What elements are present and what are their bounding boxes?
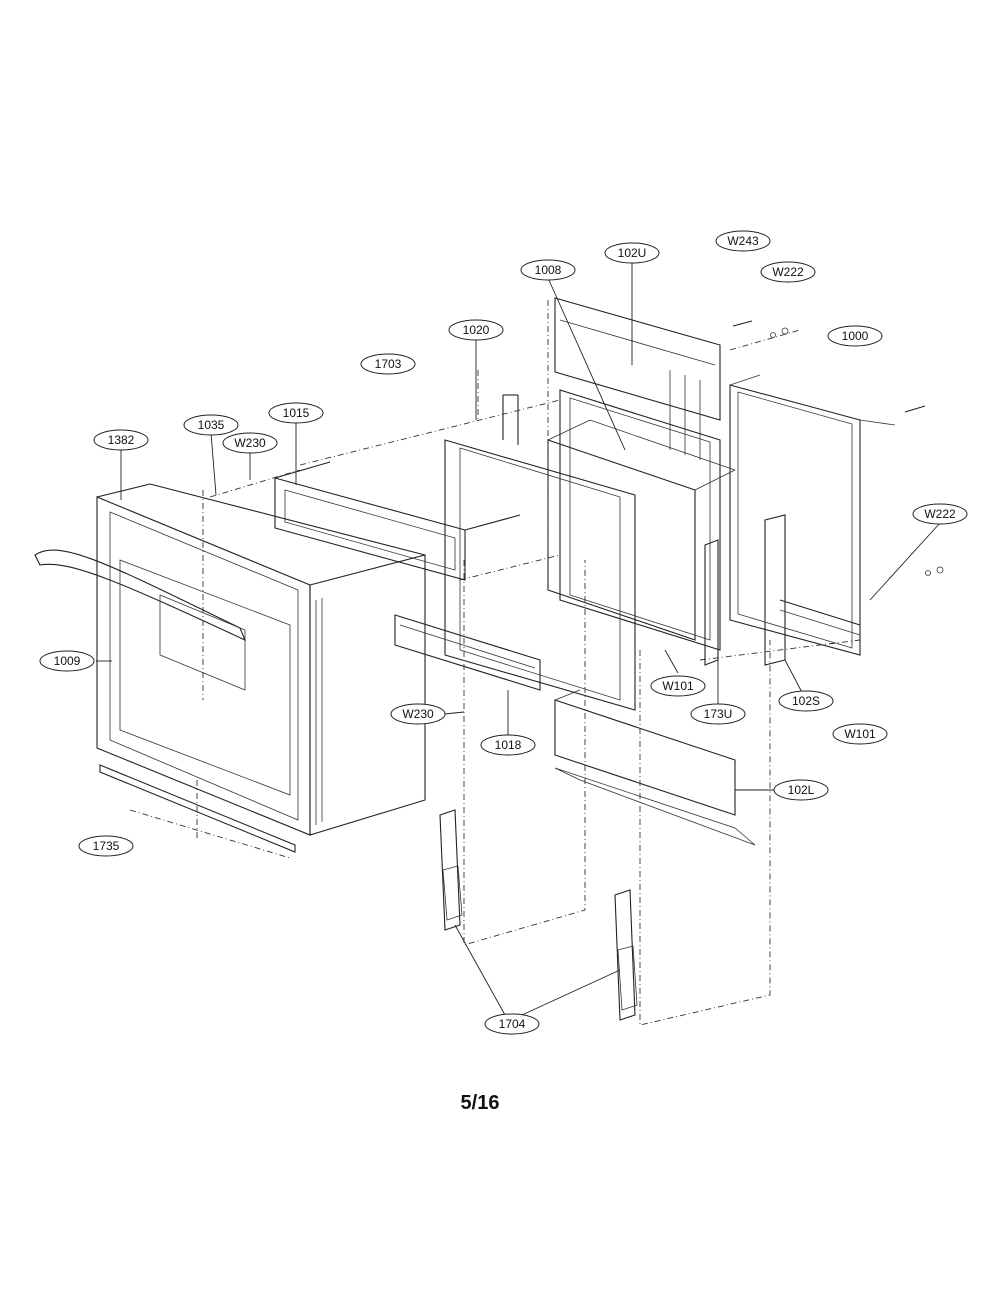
callout-label: W230	[402, 707, 434, 721]
callout-label: 1020	[463, 323, 490, 337]
callout-label: 1704	[499, 1017, 526, 1031]
callout-bubble	[760, 261, 816, 283]
callout-label: 1382	[108, 433, 135, 447]
callout-bubble	[93, 429, 149, 451]
side-strip-part	[704, 514, 786, 666]
callout-102s: 102S	[778, 690, 834, 712]
callout-bubble	[78, 835, 134, 857]
callout-102l: 102L	[773, 779, 829, 801]
bottom-trim-part	[99, 764, 296, 859]
upper-panel-part	[554, 297, 721, 460]
callout-bubble	[183, 414, 239, 436]
callout-bubble	[480, 734, 536, 756]
callout-w101-mid: W101	[650, 675, 706, 697]
callout-label: W230	[234, 436, 266, 450]
callout-label: 1009	[54, 654, 81, 668]
callout-label: 1000	[842, 329, 869, 343]
callout-label: 102S	[792, 694, 820, 708]
callout-173u: 173U	[690, 703, 746, 725]
callout-1020: 1020	[448, 319, 504, 341]
callout-1035: 1035	[183, 414, 239, 436]
callout-label: W222	[772, 265, 804, 279]
callout-label: 1008	[535, 263, 562, 277]
callout-1008: 1008	[520, 259, 576, 281]
callout-bubble	[39, 650, 95, 672]
callout-bubble	[484, 1013, 540, 1035]
inner-frame-part	[559, 389, 721, 651]
callout-label: 102L	[788, 783, 815, 797]
callout-label: 1015	[283, 406, 310, 420]
callout-w230-top: W230	[222, 432, 278, 454]
door-frame-part	[274, 461, 521, 581]
callout-bubble	[360, 353, 416, 375]
callout-label: W101	[662, 679, 694, 693]
callout-bubble	[773, 779, 829, 801]
callout-w101-right: W101	[832, 723, 888, 745]
rear-panel-part	[729, 320, 944, 656]
middle-frame-part	[444, 394, 636, 711]
callout-1735: 1735	[78, 835, 134, 857]
callout-bubble	[448, 319, 504, 341]
callout-bubble	[690, 703, 746, 725]
door-assembly-part	[34, 483, 426, 836]
callout-bubble	[390, 703, 446, 725]
callout-label: 102U	[618, 246, 647, 260]
callout-label: W222	[924, 507, 956, 521]
callout-label: W243	[727, 234, 759, 248]
callout-label: 173U	[704, 707, 733, 721]
callout-1009: 1009	[39, 650, 95, 672]
hinge-part	[439, 809, 638, 1021]
callout-bubble	[650, 675, 706, 697]
callout-w222-top: W222	[760, 261, 816, 283]
callout-bubble	[912, 503, 968, 525]
callout-w230-mid: W230	[390, 703, 446, 725]
assembly-lines	[202, 300, 861, 1026]
callout-1018: 1018	[480, 734, 536, 756]
callout-bubble	[268, 402, 324, 424]
callout-label: 1703	[375, 357, 402, 371]
callout-1382: 1382	[93, 429, 149, 451]
callout-102u: 102U	[604, 242, 660, 264]
callout-bubble	[778, 690, 834, 712]
callout-label: 1018	[495, 738, 522, 752]
callout-bubble	[715, 230, 771, 252]
callout-bubble	[222, 432, 278, 454]
callout-label: 1035	[198, 418, 225, 432]
side-rail-part	[394, 614, 541, 691]
callout-w222-right: W222	[912, 503, 968, 525]
page-number: 5/16	[460, 1092, 500, 1114]
callout-1000: 1000	[827, 325, 883, 347]
leader-lines	[96, 261, 941, 1016]
callout-label: W101	[844, 727, 876, 741]
callout-label: 1735	[93, 839, 120, 853]
callout-w243: W243	[715, 230, 771, 252]
callout-bubble	[604, 242, 660, 264]
lower-panel-part	[554, 689, 756, 846]
callout-1015: 1015	[268, 402, 324, 424]
callout-bubble	[832, 723, 888, 745]
callout-bubble	[520, 259, 576, 281]
callout-bubble	[827, 325, 883, 347]
callout-1703: 1703	[360, 353, 416, 375]
callout-1704: 1704	[484, 1013, 540, 1035]
insulation-box-part	[547, 419, 736, 641]
